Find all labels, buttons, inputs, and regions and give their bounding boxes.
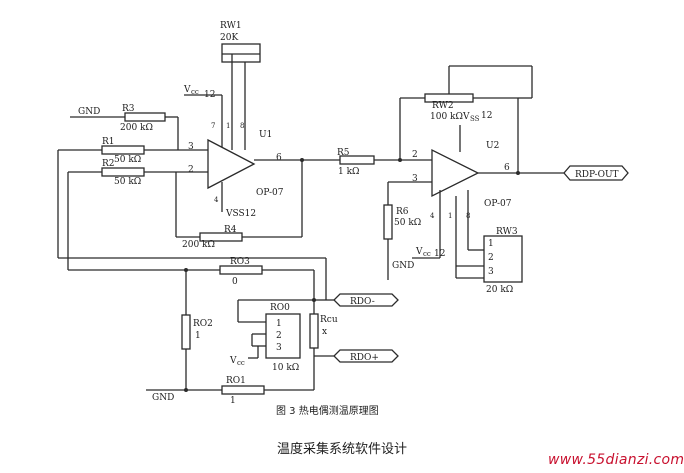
u1-opamp: U1 OP-07 3 2 6 4 VSS12: [188, 130, 284, 219]
gnd-label-u2: GND: [392, 261, 414, 271]
vcc-sub-bridge: cc: [237, 359, 245, 367]
ro3-name: RO3: [230, 257, 250, 267]
u1-name: U1: [259, 130, 272, 140]
vcc-sub-u1: cc: [191, 88, 199, 96]
u2-opamp: U2 OP-07 2 3 6 4 1 8: [412, 141, 512, 266]
u2-pin4: 4: [430, 212, 435, 220]
r3-resistor: GND R3 200 kΩ: [70, 104, 208, 151]
r2-value: 50 kΩ: [114, 177, 141, 187]
ro0-name: RO0: [270, 303, 290, 313]
u2-vss-pin: 12: [481, 111, 492, 121]
ro3-value: 0: [232, 277, 238, 287]
rw3-pin3: 3: [488, 267, 494, 277]
rdp-out-label: RDP-OUT: [575, 170, 619, 180]
u1-pin3: 3: [188, 142, 194, 152]
ro2-value: 1: [195, 331, 201, 341]
u2-pin3: 3: [412, 174, 418, 184]
rw3-pin2: 2: [488, 253, 494, 263]
u1-vcc-supply: V cc 12 7 1 8: [183, 85, 244, 150]
u1-pin4: 4: [214, 196, 219, 204]
ro1-name: RO1: [226, 376, 246, 386]
vcc-label-u2: V: [415, 247, 423, 257]
u2-vcc-pin: 12: [434, 249, 445, 259]
rcu-name: Rcu: [320, 315, 338, 325]
ro2-name: RO2: [193, 319, 213, 329]
vcc-sub-u2: cc: [423, 250, 431, 258]
rw2-potentiometer: RW2 100 kΩ V SS 12: [399, 65, 533, 172]
vcc-label-bridge: V: [229, 356, 237, 366]
r1-value: 50 kΩ: [114, 155, 141, 165]
rw3-pin1: 1: [488, 239, 494, 249]
site-watermark: www.55dianzi.com: [548, 452, 684, 468]
r6-name: R6: [396, 207, 409, 217]
r4-resistor: R4 200 kΩ: [175, 160, 303, 250]
r3-name: R3: [122, 104, 135, 114]
u1-pin7: 7: [211, 122, 215, 130]
ro0-pin2: 2: [276, 331, 282, 341]
u1-pin1: 1: [226, 122, 230, 130]
gnd-label-top: GND: [78, 107, 100, 117]
u2-pin6: 6: [504, 163, 510, 173]
ro0-pin3: 3: [276, 343, 282, 353]
figure-caption: 图 3 热电偶测温原理图: [276, 404, 379, 417]
u1-pin6: 6: [276, 153, 282, 163]
r5-resistor: R5 1 kΩ: [254, 148, 432, 177]
u1-vss: VSS12: [225, 209, 256, 219]
r2-name: R2: [102, 159, 115, 169]
ro1-value: 1: [230, 396, 236, 406]
u1-pin8: 8: [240, 122, 244, 130]
r5-value: 1 kΩ: [338, 167, 360, 177]
u1-model: OP-07: [256, 188, 284, 198]
r5-name: R5: [337, 148, 350, 158]
u2-output: RDP-OUT: [478, 165, 629, 181]
u2-name: U2: [486, 141, 499, 151]
u2-model: OP-07: [484, 199, 512, 209]
ro0-pin1: 1: [276, 319, 282, 329]
u2-pin2: 2: [412, 150, 418, 160]
vss-label-u2: V: [462, 112, 470, 122]
r4-value: 200 kΩ: [182, 240, 215, 250]
bridge-network: RO3 0 RO2 1 Rcu x RO0 1 2 3 10 kΩ V cc R…: [58, 257, 399, 406]
u2-pin1: 1: [448, 212, 452, 220]
rw1-value: 20K: [220, 33, 238, 43]
r6-value: 50 kΩ: [394, 218, 421, 228]
r4-name: R4: [224, 225, 237, 235]
r3-value: 200 kΩ: [120, 123, 153, 133]
ro0-value: 10 kΩ: [272, 363, 299, 373]
rdo-plus-label: RDO+: [350, 353, 379, 363]
rcu-value: x: [322, 327, 327, 337]
u1-pin2: 2: [188, 165, 194, 175]
rw3-name: RW3: [496, 227, 518, 237]
r2-resistor: R2 50 kΩ: [67, 159, 208, 270]
vcc-label-u1: V: [183, 85, 191, 95]
gnd-label-bottom: GND: [152, 393, 174, 403]
r1-name: R1: [102, 137, 115, 147]
rw2-value: 100 kΩ: [430, 112, 463, 122]
rw3-potentiometer: RW3 1 2 3 20 kΩ: [455, 227, 523, 295]
u1-vcc-pin: 12: [204, 90, 215, 100]
rdo-minus-label: RDO-: [350, 297, 375, 307]
rw1-name: RW1: [220, 21, 242, 31]
vss-sub-u2: SS: [470, 115, 480, 123]
r1-resistor: R1 50 kΩ: [57, 137, 178, 258]
r6-resistor: R6 50 kΩ GND V cc 12: [383, 181, 445, 280]
rw2-name: RW2: [432, 101, 454, 111]
rw3-value: 20 kΩ: [486, 285, 513, 295]
page-caption: 温度采集系统软件设计: [276, 442, 407, 457]
rw1-potentiometer: RW1 20K: [220, 21, 261, 150]
